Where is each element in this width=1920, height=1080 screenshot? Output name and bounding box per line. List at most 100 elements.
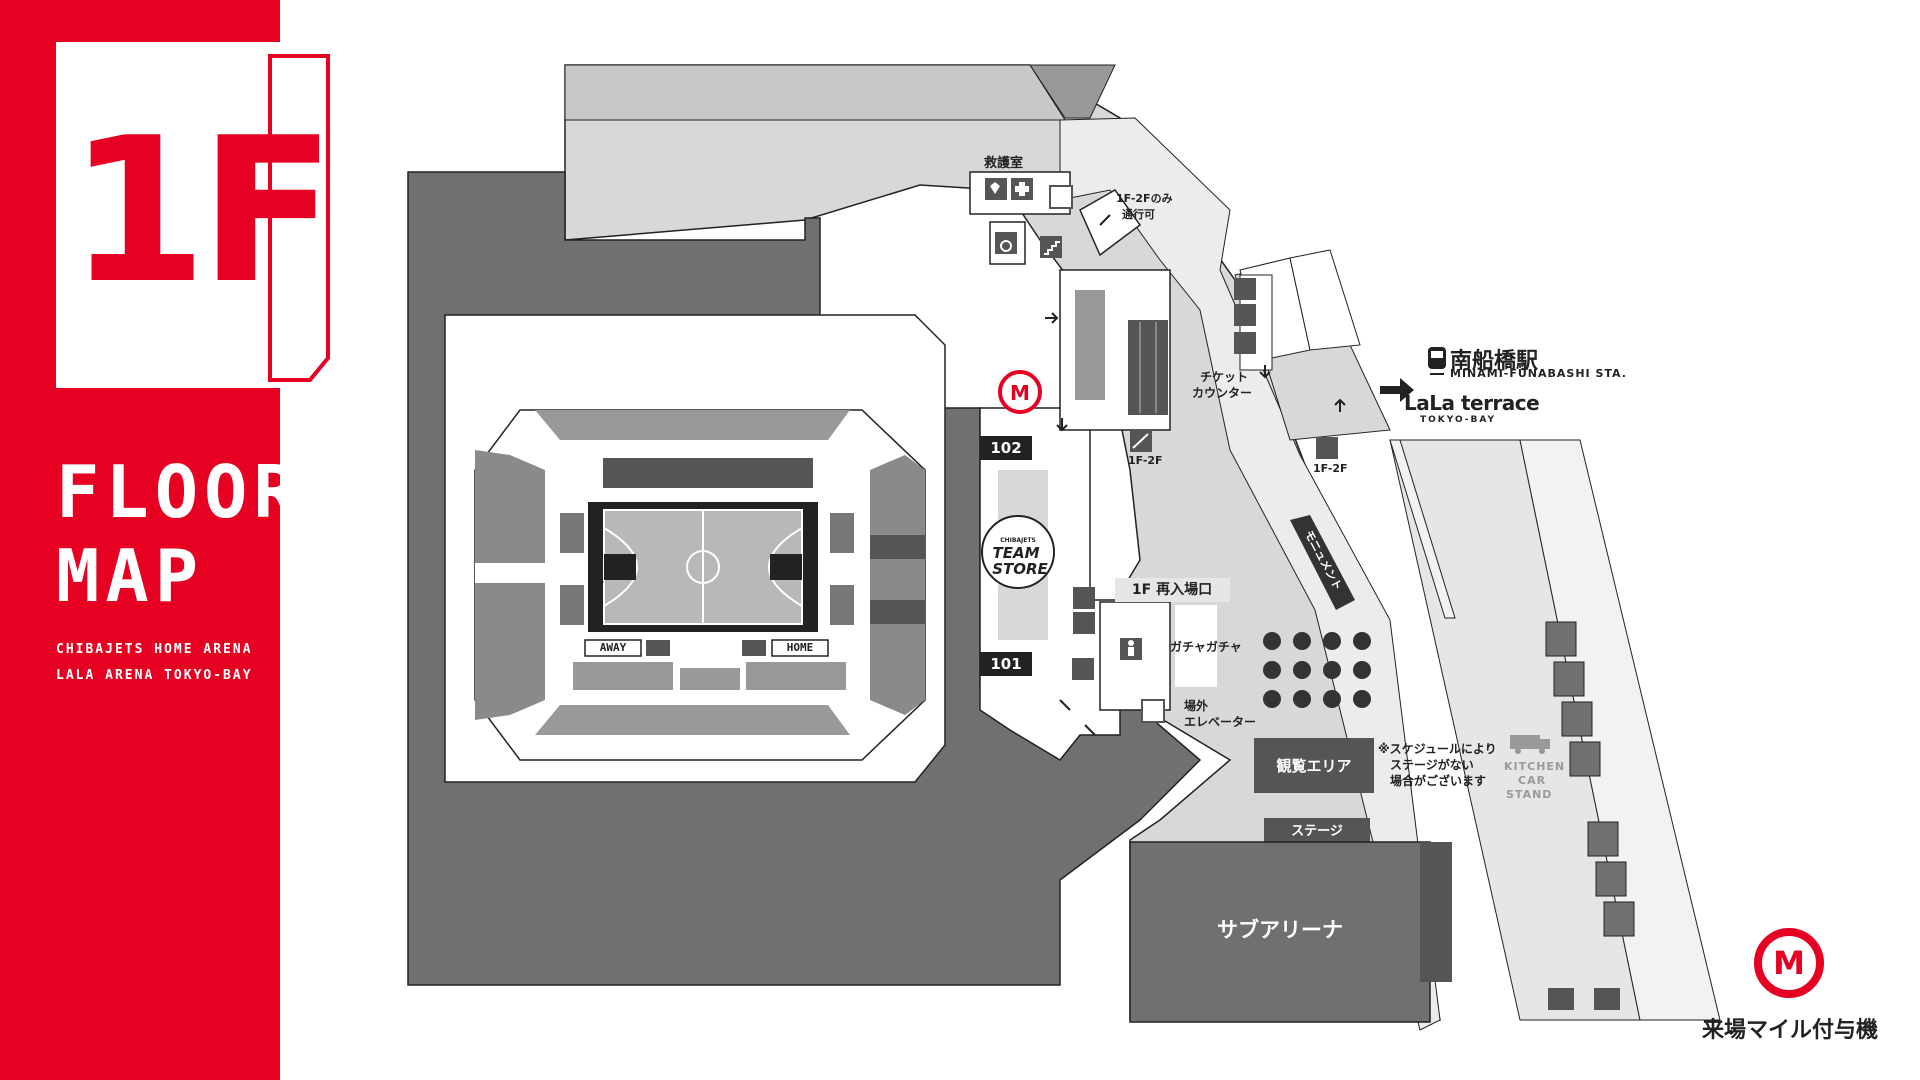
restroom-icon — [1120, 638, 1142, 660]
kitchen-car-stalls — [1545, 621, 1635, 937]
escalator-icon — [1130, 430, 1152, 452]
court-center-circle — [686, 550, 720, 584]
arrow-right-icon — [1380, 378, 1414, 402]
gacha-label: ガチャガチャ — [1170, 640, 1242, 654]
seat-block — [573, 662, 673, 690]
court-arc-left — [603, 527, 638, 607]
kitchen-label-2: CAR — [1518, 774, 1547, 787]
gacha-area — [1175, 605, 1217, 687]
first-aid-label: 救護室 — [984, 156, 1024, 171]
stair-area — [1079, 189, 1142, 257]
aisle — [475, 563, 545, 583]
elevator-icon — [1141, 699, 1165, 723]
escalator-block — [1128, 320, 1168, 415]
outside-elevator-label-2: エレベーター — [1184, 715, 1257, 729]
schedule-note-2: ステージがない — [1390, 758, 1474, 772]
sub-arena-annex — [1420, 842, 1452, 982]
schedule-note-3: 場合がございます — [1390, 774, 1487, 788]
court-side-seat — [830, 513, 854, 553]
team-store-label-1: CHIBAJETS — [1000, 537, 1036, 544]
floor-map-title: FLOOR MAP — [56, 450, 303, 618]
floor-badge: 1F — [56, 42, 340, 388]
stairs-icon — [1040, 236, 1062, 258]
court-key-right — [770, 554, 802, 580]
home-tag-box — [771, 639, 829, 657]
outside-elevator-label-1: 場外 — [1184, 699, 1209, 713]
arena-subtitle-1: CHIBAJETS HOME ARENA — [56, 642, 253, 657]
reentry-label: 1F 再入場口 — [1132, 581, 1212, 598]
passage-label-2: 通行可 — [1122, 208, 1155, 221]
seat-block — [746, 662, 846, 690]
court-side-left: CHIBAJETS — [596, 565, 604, 607]
home-label: HOME — [787, 641, 814, 654]
seat-block — [737, 410, 850, 440]
station-name: 南船橋駅 — [1450, 349, 1539, 374]
legend-label: 来場マイル付与機 — [1702, 1018, 1879, 1043]
railing — [1389, 439, 1456, 619]
wheelchair-icon — [1072, 658, 1094, 680]
first-aid-icon — [1011, 178, 1033, 200]
gate-102-label: 102 — [990, 439, 1021, 457]
court-arc-right — [768, 527, 803, 607]
flow-arrows — [1045, 214, 1346, 736]
floor-number: 1F — [68, 95, 336, 328]
floor-badge-frame — [56, 42, 340, 388]
station-name-en: MINAMI-FUNABASHI STA. — [1450, 367, 1627, 380]
team-store-label-2: TEAM — [992, 544, 1039, 562]
restroom-core — [1075, 290, 1105, 400]
gate-101-label: 101 — [990, 655, 1021, 673]
upper-building — [564, 64, 1066, 121]
seat-block — [680, 668, 740, 690]
food-truck-icon — [1510, 735, 1550, 754]
seat-block — [662, 410, 737, 440]
seat-block — [535, 410, 662, 440]
court-side-seat — [830, 585, 854, 625]
team-store-label-3: STORE — [992, 560, 1048, 578]
court-side-seat — [560, 513, 584, 553]
mile-machine-icon-letter: M — [1773, 944, 1805, 982]
escalator-icon — [1316, 437, 1338, 459]
seat-block — [737, 705, 850, 735]
home-bench — [742, 640, 766, 656]
wheelchair-icon — [995, 232, 1017, 254]
floor-map: M AWAY HOME 102 101 観覧エリア ステージ サブアリーナ CH… — [407, 64, 1721, 1031]
escalator-label-a: 1F-2F — [1128, 454, 1163, 467]
ticket-counter-label-1: チケット — [1200, 370, 1249, 384]
restroom-icon — [1234, 278, 1256, 354]
court-bench-top — [603, 458, 813, 488]
sub-arena — [1129, 841, 1431, 1023]
court-side-seat — [560, 585, 584, 625]
mile-machine-marker-letter: M — [1010, 381, 1030, 405]
court-key-left — [604, 554, 636, 580]
sub-arena-label: サブアリーナ — [1217, 918, 1343, 942]
ticket-counter-label-2: カウンター — [1192, 386, 1253, 400]
seat-block-right — [870, 455, 925, 715]
stage — [1264, 818, 1370, 842]
gate-102-tag — [980, 436, 1032, 460]
kitchen-label-1: KITCHEN — [1504, 760, 1566, 773]
monument — [1290, 515, 1355, 610]
floor-map-title-line1: FLOOR — [56, 450, 303, 534]
away-label: AWAY — [600, 641, 627, 654]
arena-subtitle-2: LALA ARENA TOKYO-BAY — [56, 668, 253, 683]
train-icon — [1428, 347, 1446, 375]
court-side-right: CHIBAJETS — [804, 527, 812, 569]
kitchen-label-3: STAND — [1506, 788, 1553, 801]
mall-name: LaLa terrace — [1404, 391, 1540, 415]
seat-block-left — [475, 450, 545, 720]
seat-block — [535, 705, 662, 735]
viewing-area-label: 観覧エリア — [1276, 757, 1351, 775]
passage-label-1: 1F-2Fのみ — [1116, 192, 1173, 205]
plaza-seating — [1263, 632, 1371, 708]
schedule-note-1: ※スケジュールにより — [1378, 742, 1497, 756]
sidebar: 1F FLOOR MAP CHIBAJETS HOME ARENA LALA A… — [0, 0, 340, 1080]
stair-1f2f-b — [1289, 249, 1361, 351]
mall-subname: TOKYO-BAY — [1420, 415, 1496, 425]
escalator-label-b: 1F-2F — [1313, 462, 1348, 475]
seat-block — [870, 535, 925, 559]
team-store-badge — [981, 515, 1055, 589]
aed-icon — [1073, 587, 1095, 634]
seat-block — [662, 705, 737, 735]
away-bench — [646, 640, 670, 656]
reentry-tag — [1115, 578, 1230, 602]
